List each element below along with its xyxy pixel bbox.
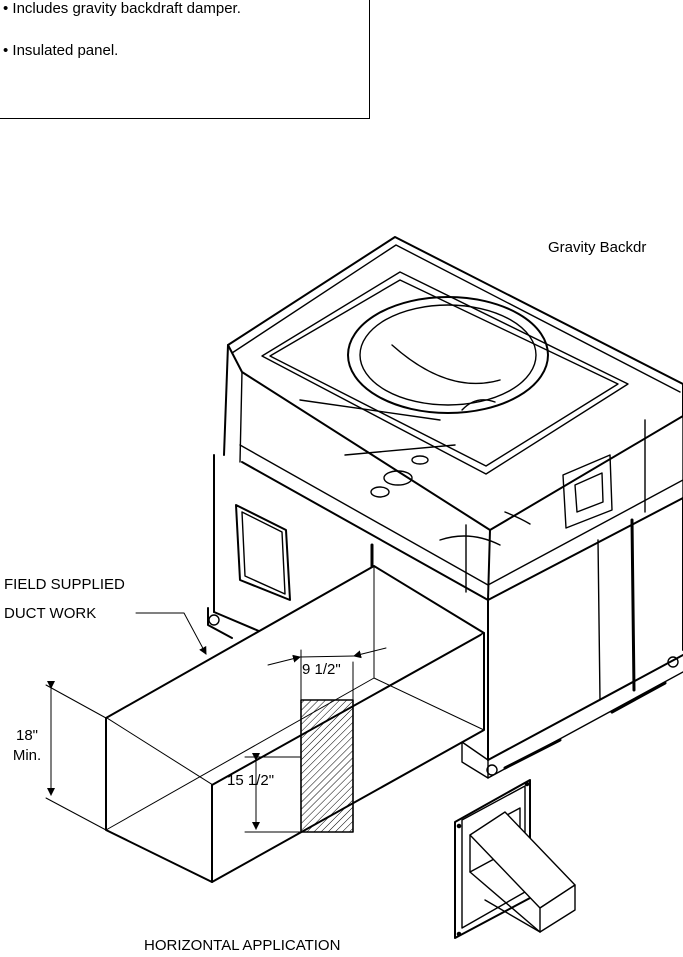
gravity-backdraft-label: Gravity Backdr (548, 239, 647, 256)
gravity-backdraft-damper (454, 779, 576, 939)
unit-cabinet (207, 236, 683, 779)
caption: HORIZONTAL APPLICATION (144, 937, 341, 954)
field-supplied-label: FIELD SUPPLIED (4, 576, 125, 593)
duct-opening (300, 699, 354, 833)
duct-work-label: DUCT WORK (4, 605, 97, 622)
opening-height-dimension-label: 15 1/2" (227, 772, 275, 789)
height-dimension-value: 18" (15, 727, 38, 744)
note-damper: • Includes gravity backdraft damper. (3, 0, 241, 17)
note-insulated-panel: • Insulated panel. (3, 42, 119, 59)
dimensions (45, 612, 387, 833)
height-dimension-min: Min. (12, 747, 42, 764)
width-dimension-label: 9 1/2" (302, 661, 341, 678)
notes-box: • Includes gravity backdraft damper. • I… (0, 0, 370, 119)
duct-work (105, 565, 485, 883)
